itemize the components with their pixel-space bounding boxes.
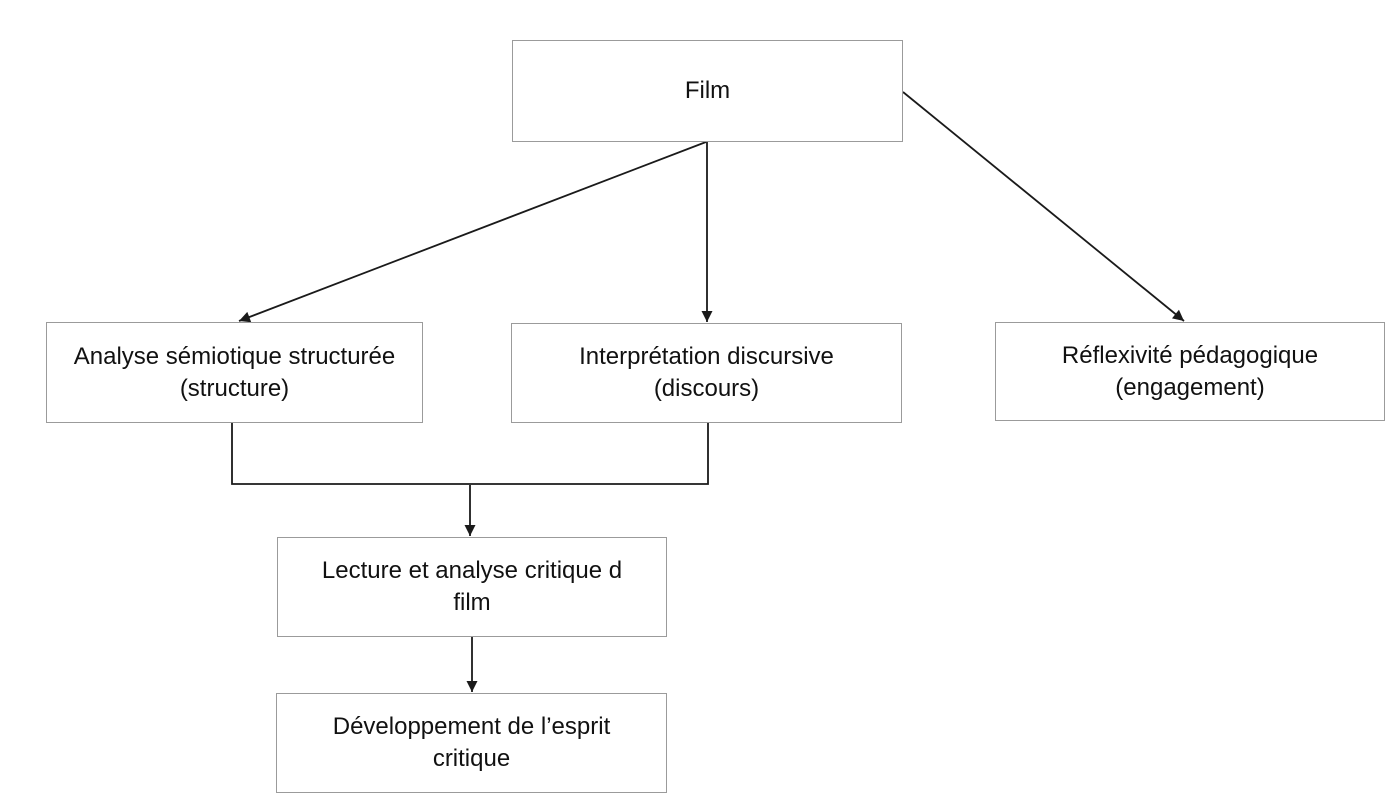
node-reflexivite-pedagogique: Réflexivité pédagogique (engagement) bbox=[995, 322, 1385, 421]
arrow-film-to-reflexivite bbox=[902, 91, 1185, 322]
node-developpement-esprit-critique: Développement de l’esprit critique bbox=[276, 693, 667, 793]
node-interpretation-discursive: Interprétation discursive (discours) bbox=[511, 323, 902, 423]
merge-elbow-connector bbox=[231, 423, 709, 485]
arrow-film-to-analyse bbox=[238, 141, 707, 323]
node-film: Film bbox=[512, 40, 903, 142]
node-lecture-analyse-critique: Lecture et analyse critique d film bbox=[277, 537, 667, 637]
node-analyse-semiotique: Analyse sémiotique structurée (structure… bbox=[46, 322, 423, 423]
